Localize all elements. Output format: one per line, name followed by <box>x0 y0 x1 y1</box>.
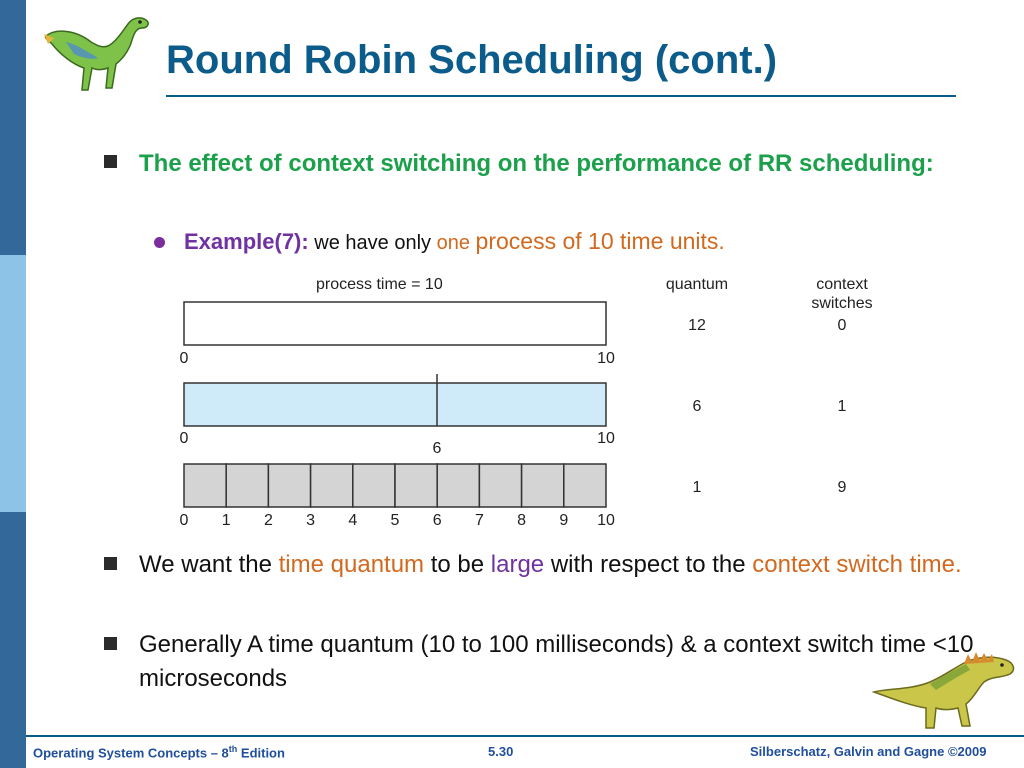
row3-switches: 9 <box>838 479 847 496</box>
example-text-2: process of 10 time units. <box>475 228 725 254</box>
row3-cell <box>225 463 270 508</box>
row3-cell <box>267 463 312 508</box>
row1-quantum: 12 <box>688 317 706 334</box>
square-bullet-icon <box>104 637 117 650</box>
context-header-line1: context <box>816 276 868 293</box>
sub-bullet-example: Example(7): we have only one process of … <box>184 226 725 258</box>
bullet2-part-c: to be <box>430 551 485 578</box>
footer-book-title-main: Operating System Concepts – 8 <box>33 745 229 761</box>
example-text-1: we have only <box>314 232 432 254</box>
row3-cell <box>520 463 565 508</box>
row3-tick-label: 8 <box>517 512 526 529</box>
sidebar-segment-top <box>0 0 26 255</box>
row3-quantum: 1 <box>693 479 702 496</box>
row2-switches: 1 <box>838 398 847 415</box>
context-header-line2: switches <box>811 295 872 312</box>
footer-book-title: Operating System Concepts – 8th Edition <box>33 744 285 760</box>
quantum-header: quantum <box>666 276 728 293</box>
footer-book-title-sup: th <box>228 744 238 754</box>
bullet2-part-e: with respect to the <box>550 551 746 578</box>
row2-end-label: 10 <box>597 430 615 447</box>
row2-quantum: 6 <box>693 398 702 415</box>
page-title: Round Robin Scheduling (cont.) <box>166 38 778 82</box>
example-label: Example(7): <box>184 229 309 254</box>
footer-authors: Silberschatz, Galvin and Gagne ©2009 <box>750 744 987 759</box>
row3-tick-label: 7 <box>475 512 484 529</box>
bullet2-part-a: We want the <box>139 551 272 578</box>
row3-tick-label: 10 <box>597 512 615 529</box>
row3-cell <box>563 463 607 508</box>
process-time-label: process time = 10 <box>316 276 443 293</box>
row3-tick-label: 3 <box>306 512 315 529</box>
row2-bar <box>183 382 607 427</box>
dinosaur-icon <box>871 652 1015 729</box>
row3-tick-label: 0 <box>180 512 189 529</box>
row3-cell <box>183 463 227 508</box>
bullet2-time-quantum: time quantum <box>278 551 425 578</box>
row2-split-label: 6 <box>433 440 442 457</box>
row1-switches: 0 <box>838 317 847 334</box>
row1-bar <box>183 301 607 346</box>
footer-page-number: 5.30 <box>488 744 514 759</box>
row3-cell <box>352 463 396 508</box>
row3-tick-label: 5 <box>391 512 400 529</box>
example-one: one <box>436 232 470 254</box>
sidebar-segment-bottom <box>0 512 26 768</box>
bullet2-context-switch-time: context switch time. <box>752 551 962 578</box>
row3-tick-labels: 0 1 2 3 4 5 6 7 8 9 10 <box>180 512 615 529</box>
row3-tick-label: 9 <box>559 512 568 529</box>
footer-rule <box>26 735 1024 737</box>
title-underline <box>166 95 956 97</box>
row3-tick-label: 1 <box>222 512 231 529</box>
dinosaur-icon <box>44 17 149 91</box>
bullet-generally: Generally A time quantum (10 to 100 mill… <box>139 631 974 692</box>
square-bullet-icon <box>104 557 117 570</box>
bullet-context-switching: The effect of context switching on the p… <box>139 150 934 177</box>
row3-tick-label: 4 <box>348 512 357 529</box>
row3-tick-label: 6 <box>433 512 442 529</box>
sidebar-segment-middle <box>0 255 26 512</box>
footer-book-title-edition: Edition <box>237 745 285 761</box>
row3-cell <box>436 463 481 508</box>
row3-cell <box>309 463 354 508</box>
bullet2-large: large <box>490 551 545 578</box>
square-bullet-icon <box>104 155 117 168</box>
sidebar-stripe <box>0 0 26 768</box>
bullet-time-quantum: We want the time quantum to be large wit… <box>139 548 979 582</box>
row3-cell <box>394 463 438 508</box>
row3-bar <box>183 463 607 508</box>
round-bullet-icon <box>154 237 165 248</box>
row2-start-label: 0 <box>180 430 189 447</box>
row1-end-label: 10 <box>597 350 615 367</box>
row1-start-label: 0 <box>180 350 189 367</box>
row3-tick-label: 2 <box>264 512 273 529</box>
row3-cell <box>478 463 523 508</box>
